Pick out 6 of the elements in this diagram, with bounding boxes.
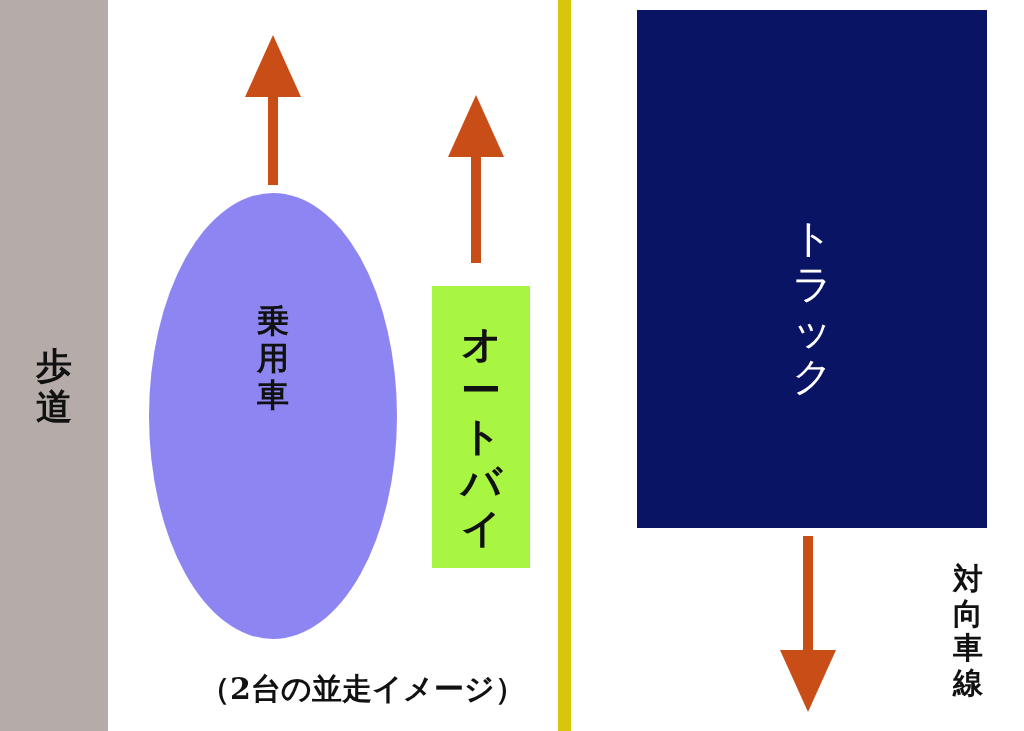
truck-box: トラック <box>637 10 987 528</box>
car-ellipse: 乗用車 <box>149 193 397 639</box>
sidewalk-band: 歩道 <box>0 0 108 731</box>
motorcycle-box: オートバイ <box>432 286 530 568</box>
lane-label: 対向車線 <box>952 562 984 700</box>
caption: （2台の並走イメージ） <box>200 672 525 707</box>
